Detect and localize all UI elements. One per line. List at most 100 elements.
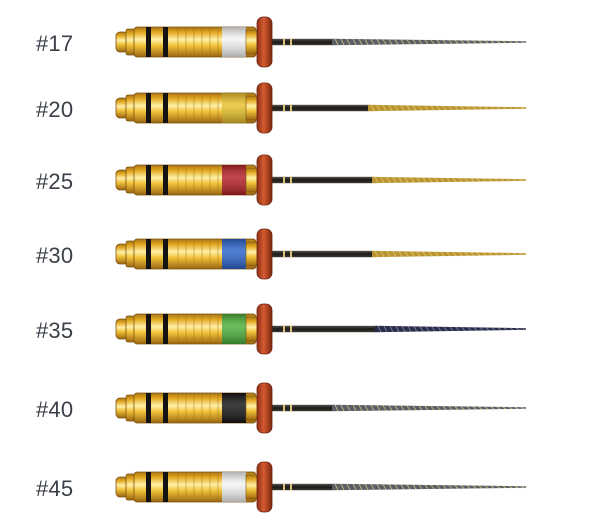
handle-ring [163, 472, 168, 502]
depth-mark [290, 176, 292, 184]
flute-mark [380, 176, 385, 184]
flute-mark [422, 177, 427, 183]
flute-mark [419, 326, 424, 332]
flute-mark [437, 326, 442, 332]
flute-mark [514, 406, 519, 410]
flute-mark [400, 484, 405, 490]
flute-mark [398, 251, 403, 257]
handle-neck [245, 395, 259, 421]
flute-mark [449, 326, 454, 332]
flute-mark [479, 327, 484, 331]
flute-mark [430, 39, 435, 45]
rubber-stopper [256, 461, 273, 513]
flute-mark [484, 485, 489, 489]
flute-mark [436, 405, 441, 411]
handle-ring [146, 239, 151, 269]
flute-mark [434, 251, 439, 257]
flute-mark [508, 40, 513, 44]
depth-mark [283, 176, 285, 184]
size-label-30: #30 [36, 243, 74, 268]
flute-mark [467, 326, 472, 332]
depth-mark [283, 38, 285, 46]
flute-mark [389, 325, 394, 333]
flute-mark [364, 404, 369, 412]
flute-mark [407, 326, 412, 332]
size-label-25: #25 [36, 169, 74, 194]
flute-mark [394, 104, 399, 112]
flute-mark [388, 39, 393, 45]
flute-mark [424, 39, 429, 45]
flute-mark [352, 404, 357, 412]
flute-mark [400, 105, 405, 111]
flute-mark [395, 325, 400, 333]
handle-ring [163, 93, 168, 123]
depth-mark [290, 250, 292, 258]
flute-mark [374, 250, 379, 258]
flute-mark [502, 406, 507, 410]
flute-mark [424, 105, 429, 111]
handle-neck [245, 29, 259, 55]
endo-file-45 [115, 461, 526, 513]
flute-mark [382, 39, 387, 45]
flute-mark [440, 177, 445, 183]
flute-mark [382, 484, 387, 490]
flute-mark [388, 405, 393, 411]
flute-mark [490, 106, 495, 110]
flute-mark [442, 105, 447, 111]
band-shade [222, 239, 246, 269]
endo-file-17 [115, 16, 526, 68]
flute-mark [464, 177, 469, 183]
shaft [272, 176, 372, 184]
flute-mark [502, 40, 507, 44]
flute-mark [346, 404, 351, 412]
rubber-stopper [256, 382, 273, 434]
flute-mark [376, 104, 381, 112]
handle-ring [146, 93, 151, 123]
flute-mark [448, 39, 453, 45]
flute-mark [452, 251, 457, 257]
flute-mark [512, 178, 517, 182]
flute-mark [430, 484, 435, 490]
flute-mark [460, 485, 465, 489]
flute-mark [488, 252, 493, 256]
flute-mark [425, 326, 430, 332]
depth-mark [290, 483, 292, 491]
handle-neck [245, 95, 259, 121]
depth-mark [283, 404, 285, 412]
endo-file-30 [115, 228, 526, 280]
size-label-17: #17 [36, 31, 74, 56]
flute-mark [506, 178, 511, 182]
depth-mark [290, 325, 292, 333]
flute-mark [404, 251, 409, 257]
flute-mark [418, 39, 423, 45]
flute-mark [430, 105, 435, 111]
flute-mark [442, 405, 447, 411]
depth-mark [290, 404, 292, 412]
flute-mark [472, 106, 477, 110]
flute-mark [358, 483, 363, 491]
size-label-45: #45 [36, 476, 74, 501]
flute-mark [490, 485, 495, 489]
handle-ring [146, 472, 151, 502]
flute-mark [406, 105, 411, 111]
shaft [272, 483, 332, 491]
flute-mark [406, 484, 411, 490]
flute-mark [394, 484, 399, 490]
flute-mark [370, 405, 375, 411]
flute-mark [377, 325, 382, 333]
flute-mark [440, 251, 445, 257]
band-shade [222, 314, 246, 344]
flute-mark [446, 251, 451, 257]
flute-mark [422, 251, 427, 257]
shaft [272, 404, 332, 412]
handle-ring [163, 27, 168, 57]
flute-mark [448, 484, 453, 490]
handle-neck [245, 241, 259, 267]
band-shade [222, 165, 246, 195]
band-shade [222, 93, 246, 123]
flute-mark [448, 405, 453, 411]
fluted-tip [332, 483, 526, 491]
endo-file-20 [115, 82, 526, 134]
flute-mark [466, 40, 471, 44]
